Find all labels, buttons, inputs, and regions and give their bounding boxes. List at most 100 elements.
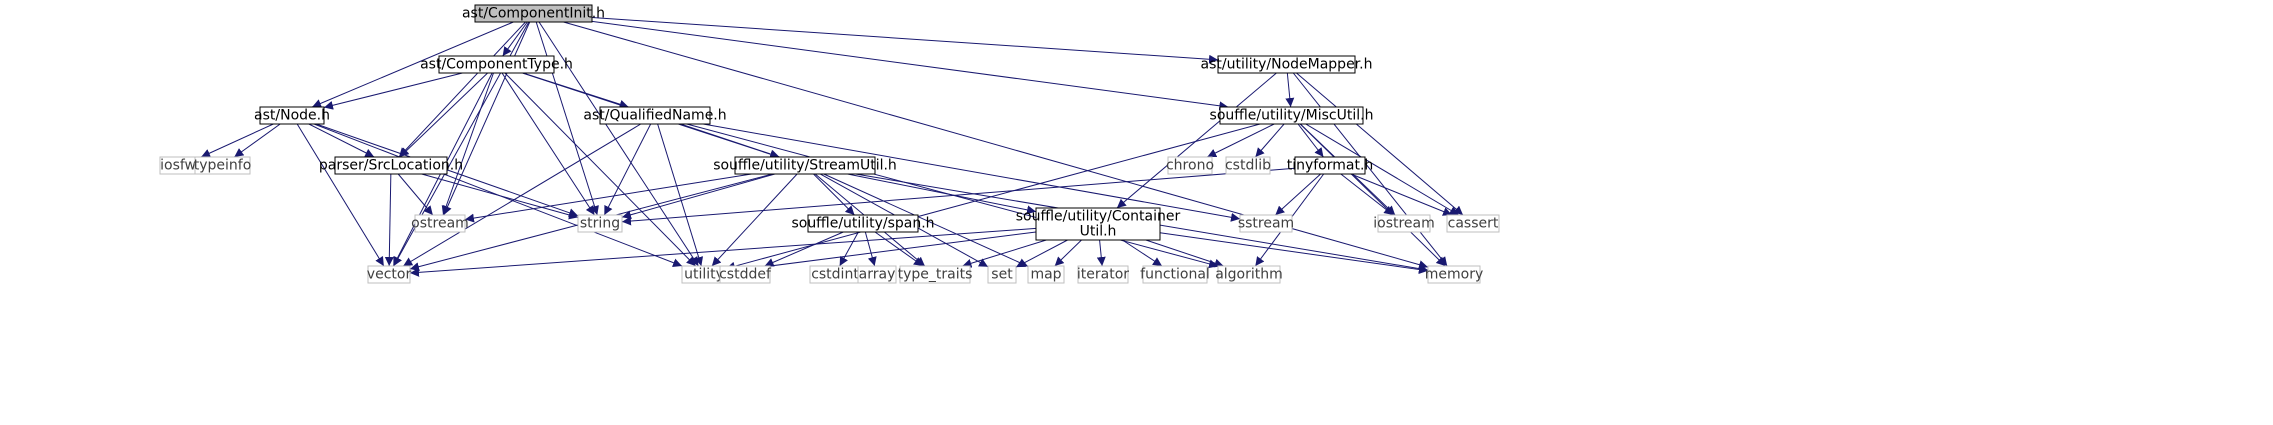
node-label: algorithm bbox=[1215, 267, 1283, 283]
node-functional: functional bbox=[1140, 265, 1210, 284]
edge-containerutil-to-map bbox=[1054, 239, 1082, 267]
edge-miscutil-to-utility bbox=[725, 123, 1261, 271]
node-box bbox=[1167, 156, 1213, 175]
node-utility: utility bbox=[681, 265, 727, 284]
node-cassert: cassert bbox=[1446, 214, 1500, 233]
edge-nodemapper-to-cassert bbox=[1296, 72, 1464, 216]
edge-streamutil-to-ostream bbox=[464, 173, 752, 223]
edge-miscutil-to-memory bbox=[1299, 123, 1446, 267]
node-nodemapper[interactable]: ast/utility/NodeMapper.h bbox=[1201, 55, 1373, 74]
edge-containerutil-to-vector bbox=[409, 227, 1037, 277]
edge-componentinit-to-utility bbox=[538, 21, 699, 267]
node-iosfwd: iosfwd bbox=[159, 156, 206, 175]
node-label: souffle/utility/MiscUtil.h bbox=[1210, 108, 1374, 124]
node-label: ast/ComponentInit.h bbox=[462, 6, 605, 22]
node-label: functional bbox=[1140, 267, 1210, 283]
node-label: cstdint bbox=[811, 267, 859, 283]
edge-node-to-srclocation bbox=[308, 123, 375, 158]
node-ostream: ostream bbox=[411, 214, 469, 233]
node-algorithm: algorithm bbox=[1215, 265, 1283, 284]
node-array: array bbox=[857, 265, 897, 284]
node-label: ast/ComponentType.h bbox=[420, 57, 573, 73]
node-miscutil[interactable]: souffle/utility/MiscUtil.h bbox=[1210, 106, 1374, 125]
node-label: cstdlib bbox=[1225, 158, 1271, 174]
node-span[interactable]: souffle/utility/span.h bbox=[791, 214, 935, 233]
edge-srclocation-to-vector bbox=[384, 173, 394, 267]
node-label: sstream bbox=[1238, 216, 1294, 232]
edge-miscutil-to-chrono bbox=[1207, 123, 1275, 158]
node-streamutil[interactable]: souffle/utility/StreamUtil.h bbox=[713, 156, 897, 175]
edge-componentinit-to-srclocation bbox=[398, 21, 526, 158]
node-label: cstddef bbox=[719, 267, 772, 283]
node-set: set bbox=[987, 265, 1017, 284]
edge-nodemapper-to-memory bbox=[1292, 72, 1448, 267]
edge-componentinit-to-nodemapper bbox=[591, 16, 1219, 64]
node-typeinfo: typeinfo bbox=[194, 156, 251, 175]
node-cstdint: cstdint bbox=[809, 265, 861, 284]
edge-streamutil-to-string bbox=[621, 173, 776, 220]
edge-containerutil-to-iterator bbox=[1096, 239, 1106, 267]
node-box bbox=[987, 265, 1017, 284]
node-label: vector bbox=[367, 267, 412, 283]
edge-span-to-array bbox=[864, 231, 877, 267]
node-srclocation[interactable]: parser/SrcLocation.h bbox=[319, 156, 463, 175]
node-memory: memory bbox=[1425, 265, 1483, 284]
edge-componentinit-to-ostream bbox=[443, 21, 531, 216]
node-map: map bbox=[1027, 265, 1065, 284]
node-label: map bbox=[1030, 267, 1061, 283]
node-label: string bbox=[580, 216, 620, 232]
edge-node-to-iosfwd bbox=[200, 123, 274, 158]
edge-srclocation-to-ostream bbox=[397, 173, 434, 216]
node-label: tinyformat.h bbox=[1287, 158, 1374, 174]
node-tinyformat[interactable]: tinyformat.h bbox=[1287, 156, 1374, 175]
node-type_traits: type_traits bbox=[898, 265, 972, 284]
node-label: iterator bbox=[1077, 267, 1129, 283]
edge-componentinit-to-componenttype bbox=[502, 21, 528, 57]
node-box bbox=[1035, 207, 1161, 241]
node-box bbox=[1377, 214, 1431, 233]
node-componenttype[interactable]: ast/ComponentType.h bbox=[420, 55, 573, 74]
node-label: iostream bbox=[1373, 216, 1435, 232]
node-box bbox=[438, 55, 555, 74]
edge-miscutil-to-tinyformat bbox=[1297, 123, 1324, 158]
node-node[interactable]: ast/Node.h bbox=[254, 106, 330, 125]
edge-qualifiedname-to-sstream bbox=[703, 123, 1241, 222]
node-sstream: sstream bbox=[1238, 214, 1294, 233]
node-label: chrono bbox=[1166, 158, 1214, 174]
edge-containerutil-to-memory bbox=[1159, 232, 1429, 275]
node-box bbox=[1446, 214, 1500, 233]
node-label: souffle/utility/Container bbox=[1016, 209, 1181, 225]
edge-containerutil-to-set bbox=[1015, 239, 1068, 268]
node-box bbox=[194, 156, 251, 175]
node-box bbox=[719, 265, 771, 284]
edge-miscutil-to-cassert bbox=[1305, 123, 1459, 216]
edge-tinyformat-to-iostream bbox=[1340, 173, 1394, 216]
node-box bbox=[577, 214, 623, 233]
node-componentinit[interactable]: ast/ComponentInit.h bbox=[462, 4, 605, 23]
node-label: souffle/utility/span.h bbox=[791, 216, 934, 232]
edge-componentinit-to-string bbox=[535, 21, 599, 216]
edge-span-to-cstddef bbox=[764, 231, 844, 267]
edge-tinyformat-to-string bbox=[621, 167, 1296, 226]
node-label: ast/utility/NodeMapper.h bbox=[1201, 57, 1373, 73]
edge-containerutil-to-algorithm bbox=[1145, 239, 1224, 268]
edge-nodemapper-to-containerutil bbox=[1116, 72, 1277, 209]
node-box bbox=[367, 265, 411, 284]
node-box bbox=[259, 106, 325, 125]
edge-srclocation-to-string bbox=[421, 173, 579, 220]
node-box bbox=[1219, 106, 1364, 125]
node-cstdlib: cstdlib bbox=[1225, 156, 1271, 175]
node-label: parser/SrcLocation.h bbox=[319, 158, 463, 174]
node-qualifiedname[interactable]: ast/QualifiedName.h bbox=[583, 106, 727, 125]
node-chrono: chrono bbox=[1166, 156, 1214, 175]
edge-componentinit-to-miscutil bbox=[591, 20, 1229, 111]
node-label: souffle/utility/StreamUtil.h bbox=[713, 158, 897, 174]
edge-containerutil-to-utility bbox=[725, 231, 1037, 275]
edge-containerutil-to-functional bbox=[1122, 239, 1163, 267]
node-label: ast/QualifiedName.h bbox=[583, 108, 726, 124]
edge-qualifiedname-to-streamutil bbox=[680, 123, 780, 159]
node-label: Util.h bbox=[1080, 224, 1117, 240]
node-box bbox=[334, 156, 448, 175]
